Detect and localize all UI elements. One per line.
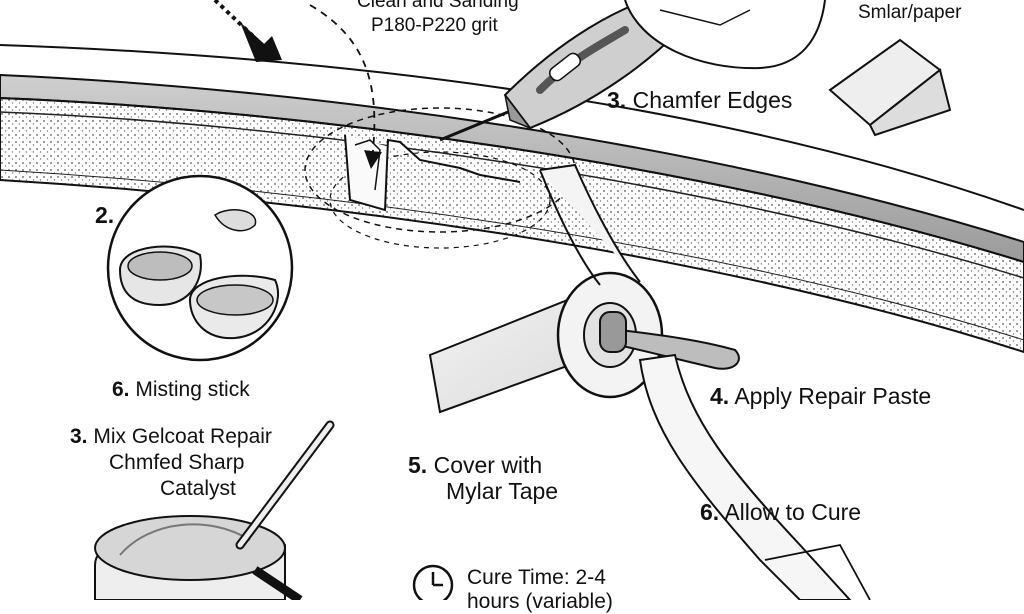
repair-illustration	[0, 0, 1024, 600]
step-text: Apply Repair Paste	[734, 383, 932, 409]
hull-outer-line	[0, 44, 1024, 211]
tape-strip	[638, 353, 852, 600]
step-number: 3.	[607, 87, 627, 113]
step-mix-gelcoat: 3. Mix Gelcoat Repair	[70, 425, 272, 449]
step-apply-repair-paste: 4. Apply Repair Paste	[710, 383, 931, 410]
step-number: 4.	[710, 383, 730, 409]
step-misting-stick: 6. Misting stick	[112, 378, 250, 402]
rotary-tool	[439, 0, 682, 142]
step-chamfer-edges: 3. Chamfer Edges	[607, 87, 792, 114]
mylar-tape-roll	[428, 163, 740, 414]
cure-time-line1: Cure Time: 2-4	[467, 566, 606, 589]
detail-circle	[624, 0, 826, 70]
step-mix-line3: Catalyst	[160, 477, 236, 500]
step-text: Misting stick	[135, 378, 250, 401]
step-allow-cure: 6. Allow to Cure	[700, 499, 861, 526]
step-number: 3.	[70, 425, 88, 448]
step-number: 6.	[112, 378, 130, 401]
step-text: Allow to Cure	[724, 499, 862, 525]
step-text: Chamfer Edges	[632, 87, 793, 113]
step-cover-line2: Mylar Tape	[446, 478, 559, 504]
clean-sanding-title: Clean and Sanding	[357, 0, 519, 12]
mixing-bowl	[94, 420, 335, 600]
step-text: Mix Gelcoat Repair	[93, 425, 272, 448]
clean-sanding-grit: P180-P220 grit	[371, 15, 498, 36]
down-arrow-icon	[213, 0, 282, 62]
mixing-cups-detail	[106, 174, 294, 362]
step-2-number: 2.	[95, 202, 115, 228]
step-number: 6.	[700, 499, 720, 525]
similar-paper-label: Smlar/paper	[858, 2, 962, 23]
step-cover-mylar: 5. Cover with	[408, 452, 542, 479]
step-number: 5.	[408, 452, 428, 478]
sandpaper-sheet	[828, 38, 952, 137]
step-mix-line2: Chmfed Sharp	[109, 451, 245, 474]
cure-time-line2: hours (variable)	[467, 590, 613, 613]
clock-icon	[412, 564, 454, 600]
step-text: Cover with	[433, 452, 543, 478]
